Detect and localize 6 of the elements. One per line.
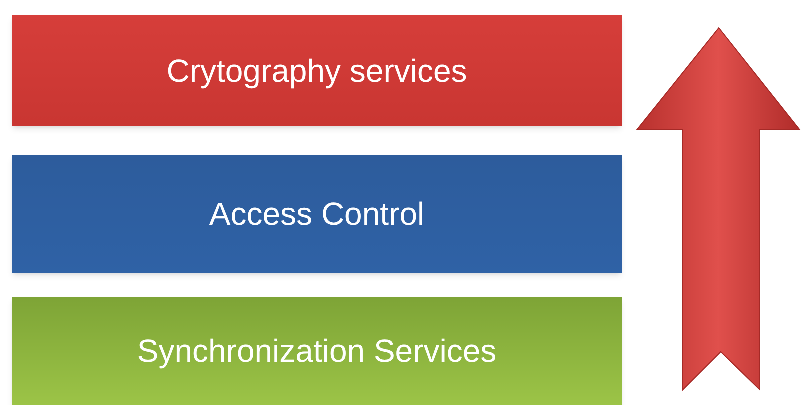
layer-label: Access Control — [209, 195, 425, 234]
layer-label: Crytography services — [166, 52, 468, 91]
layer-label: Synchronization Services — [137, 332, 497, 371]
layer-box — [12, 15, 622, 126]
layer-box — [12, 297, 622, 405]
layer-box — [12, 155, 622, 273]
